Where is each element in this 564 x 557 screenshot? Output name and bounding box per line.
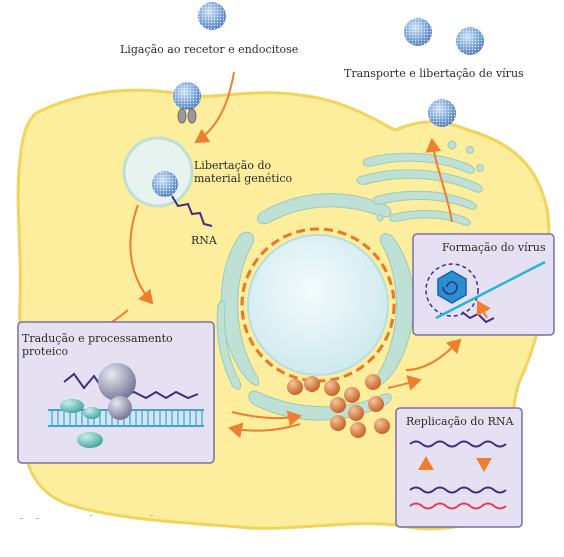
capsid-rna [442, 281, 458, 295]
translation-title-line2: proteico [22, 345, 69, 358]
transport-label: Transporte e libertação de vírus [344, 67, 524, 80]
faint-marks [20, 515, 153, 519]
rna-copy-strand-1 [409, 486, 507, 494]
ribosome [98, 363, 136, 420]
release-label-line2: material genético [194, 172, 293, 185]
replication-title: Replicação do RNA [406, 415, 514, 428]
formation-arrow [476, 300, 491, 319]
formation-title: Formação do vírus [442, 241, 546, 254]
rna-template-strand [409, 440, 507, 448]
release-label-line1: Libertação do [194, 159, 272, 172]
free-virus [198, 2, 226, 30]
membrane-line [435, 260, 546, 320]
translated-proteins [60, 399, 103, 448]
rna-replication-complexes [287, 374, 390, 438]
capsid-hexagon [437, 270, 467, 304]
assembly-region [425, 263, 479, 317]
virus-formation-box [412, 233, 555, 336]
virus-in-endosome [152, 171, 178, 197]
receptor-bound-virus [173, 82, 201, 124]
viral-rna-strand [171, 195, 213, 227]
released-virus [404, 18, 484, 127]
endosome [122, 136, 194, 208]
rna-copy-strand-2 [409, 502, 507, 510]
rna-replication-box [395, 407, 523, 528]
binding-label: Ligação ao recetor e endocitose [120, 43, 299, 56]
process-arrows [88, 71, 462, 439]
rna-label: RNA [191, 234, 217, 247]
nucleus [247, 234, 389, 376]
translation-title-line1: Tradução e processamento [22, 332, 173, 345]
